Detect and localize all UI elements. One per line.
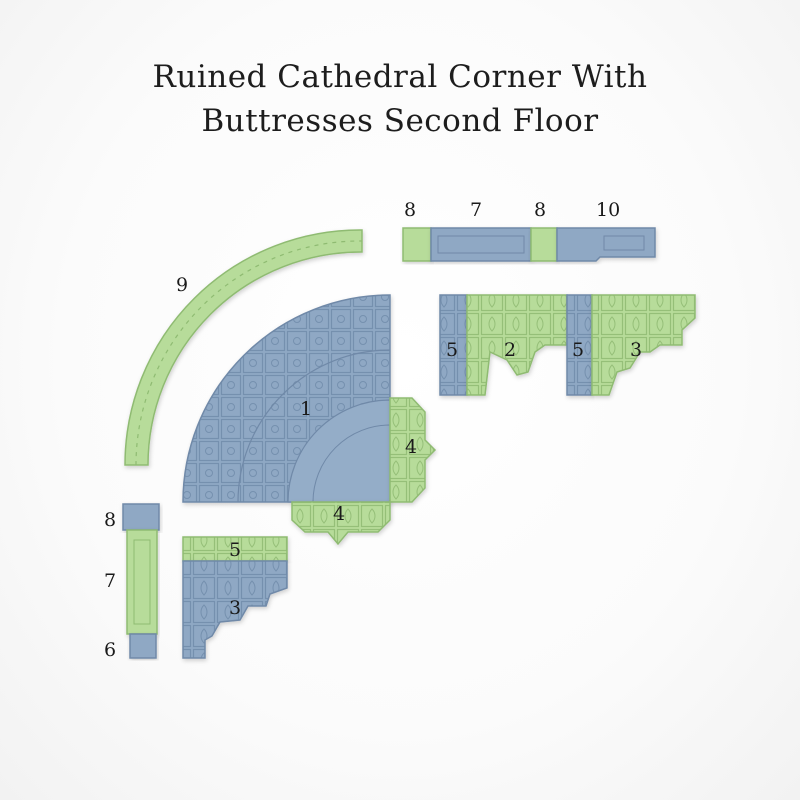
piece-2-right (466, 294, 568, 396)
label-piece-5-bottom: 5 (229, 539, 241, 561)
label-piece-9: 9 (176, 274, 188, 296)
piece-8-left (122, 503, 160, 531)
piece-4-right (389, 397, 437, 503)
title-line-1: Ruined Cathedral Corner With (152, 59, 648, 95)
title: Ruined Cathedral Corner With Buttresses … (0, 55, 800, 143)
title-line-2: Buttresses Second Floor (201, 103, 599, 139)
piece-6-left (129, 633, 157, 659)
piece-7-left (126, 529, 158, 635)
label-piece-3-bottom: 3 (229, 597, 241, 619)
label-piece-5-left: 5 (446, 339, 458, 361)
label-piece-4-right: 4 (405, 436, 417, 458)
label-piece-1: 1 (300, 398, 312, 420)
piece-7-top (430, 227, 532, 262)
piece-10-top (556, 227, 656, 262)
label-piece-7-left: 7 (104, 570, 116, 592)
piece-4-bottom (291, 501, 391, 546)
label-piece-10: 10 (596, 199, 620, 221)
piece-9-arc (124, 229, 363, 466)
piece-5-right-a (439, 294, 468, 396)
label-piece-7-top: 7 (470, 199, 482, 221)
label-piece-5-mid: 5 (572, 339, 584, 361)
label-piece-6: 6 (104, 639, 116, 661)
label-piece-8-top-right: 8 (534, 199, 546, 221)
piece-1-quarter-floor (182, 294, 391, 503)
label-piece-8-top-left: 8 (404, 199, 416, 221)
piece-3-right (591, 294, 696, 396)
piece-8-top-right (530, 227, 558, 262)
label-piece-3-right: 3 (630, 339, 642, 361)
piece-3-bottom (182, 560, 288, 659)
label-piece-2: 2 (504, 339, 516, 361)
label-piece-4-bottom: 4 (333, 503, 345, 525)
piece-8-top-left (402, 227, 432, 262)
label-piece-8-left: 8 (104, 509, 116, 531)
